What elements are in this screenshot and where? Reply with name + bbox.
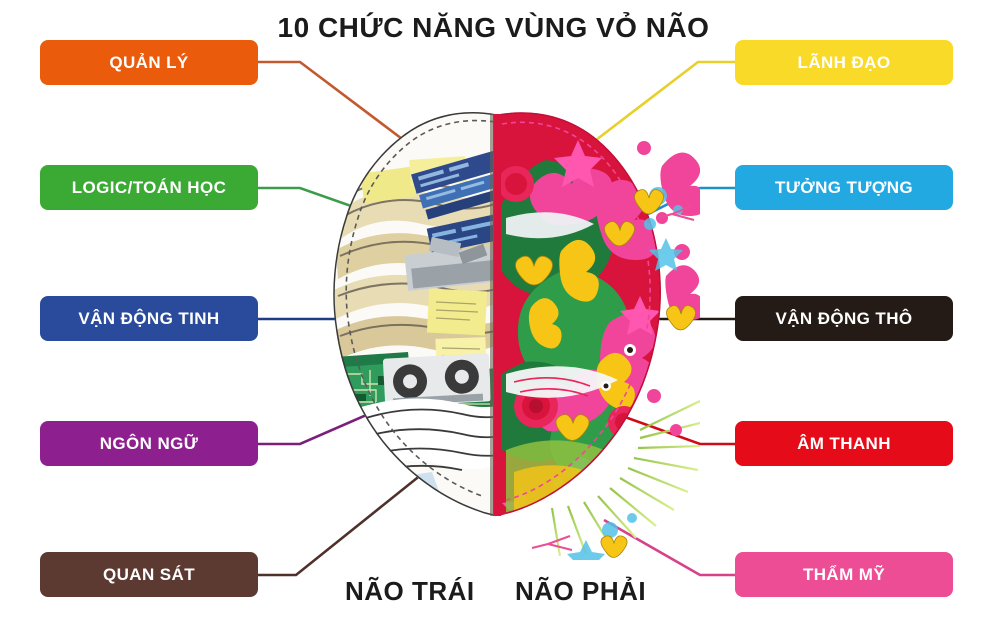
function-chip-label: ÂM THANH bbox=[797, 433, 891, 453]
page-title: 10 CHỨC NĂNG VÙNG VỎ NÃO bbox=[277, 12, 710, 43]
function-chip-am-thanh[interactable]: ÂM THANH bbox=[735, 421, 953, 466]
function-chip-label: QUAN SÁT bbox=[103, 564, 195, 584]
function-chip-lanh-dao[interactable]: LÃNH ĐẠO bbox=[735, 40, 953, 85]
caption-left-brain: NÃO TRÁI bbox=[345, 576, 475, 606]
function-chip-logic-toan-hoc[interactable]: LOGIC/TOÁN HỌC bbox=[40, 165, 258, 210]
function-chip-label: QUẢN LÝ bbox=[109, 52, 189, 72]
function-chip-tuong-tuong[interactable]: TƯỞNG TƯỢNG bbox=[735, 165, 953, 210]
function-chip-quan-sat[interactable]: QUAN SÁT bbox=[40, 552, 258, 597]
function-chip-label: LOGIC/TOÁN HỌC bbox=[71, 177, 227, 197]
function-chip-label: VẬN ĐỘNG TINH bbox=[78, 308, 220, 328]
function-chip-label: TƯỞNG TƯỢNG bbox=[774, 177, 914, 197]
function-chip-label: VẬN ĐỘNG THÔ bbox=[775, 308, 913, 328]
brain-illustration bbox=[310, 100, 700, 560]
caption-right-brain: NÃO PHẢI bbox=[515, 576, 647, 606]
function-chip-quan-ly[interactable]: QUẢN LÝ bbox=[40, 40, 258, 85]
brain-left-hemisphere bbox=[333, 112, 496, 517]
function-chip-tham-my[interactable]: THẨM MỸ bbox=[735, 552, 953, 597]
function-chip-ngon-ngu[interactable]: NGÔN NGỮ bbox=[40, 421, 258, 466]
function-chip-van-dong-tho[interactable]: VẬN ĐỘNG THÔ bbox=[735, 296, 953, 341]
function-chip-van-dong-tinh[interactable]: VẬN ĐỘNG TINH bbox=[40, 296, 258, 341]
function-chip-label: THẨM MỸ bbox=[802, 564, 886, 584]
function-chip-label: NGÔN NGỮ bbox=[99, 433, 199, 453]
function-chip-label: LÃNH ĐẠO bbox=[797, 52, 891, 72]
